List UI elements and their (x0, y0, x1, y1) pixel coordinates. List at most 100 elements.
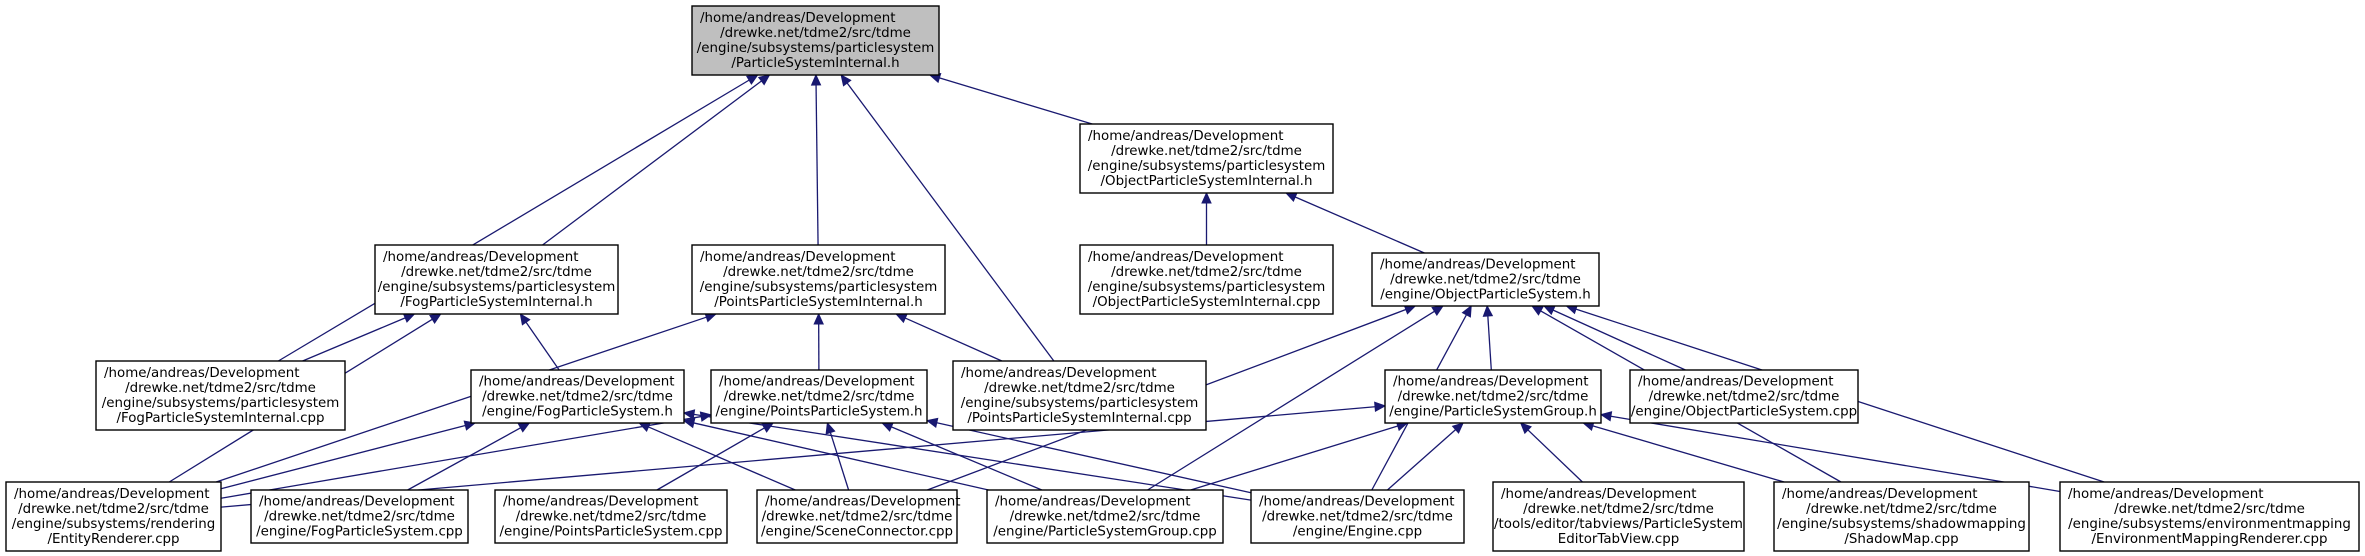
node-psg-cpp[interactable]: /home/andreas/Development/drewke.net/tdm… (986, 489, 1224, 544)
arrowhead-icon (925, 417, 939, 428)
edge-engine_cpp-to-fog_h (682, 409, 1252, 501)
node-ops-h[interactable]: /home/andreas/Development/drewke.net/tdm… (1371, 252, 1600, 307)
arrowhead-icon (761, 422, 775, 433)
edge-fog_internal_h-to-root (542, 74, 771, 246)
node-label-line: /drewke.net/tdme2/src/tdme (1523, 502, 1714, 517)
node-label-line: /home/andreas/Development (1380, 258, 1575, 273)
edge-fog_internal_cpp-to-root (277, 74, 759, 362)
arrowhead-icon (1530, 305, 1544, 316)
node-label-line: /drewke.net/tdme2/src/tdme (1010, 510, 1201, 525)
node-label-line: /EnvironmentMappingRenderer.cpp (2092, 532, 2328, 547)
edge-entity_renderer_cpp-to-fog_h (220, 420, 477, 490)
node-label-line: /drewke.net/tdme2/src/tdme (1806, 502, 1997, 517)
node-box (710, 369, 928, 424)
edge-line (220, 424, 466, 490)
node-box (756, 489, 958, 544)
node-label-line: /home/andreas/Development (1501, 487, 1696, 502)
node-label-line: /drewke.net/tdme2/src/tdme (1262, 510, 1453, 525)
node-scene-connector-cpp[interactable]: /home/andreas/Development/drewke.net/tdm… (756, 489, 960, 544)
node-label-line: /home/andreas/Development (104, 366, 299, 381)
node-box (1773, 481, 2030, 552)
node-engine-cpp[interactable]: /home/andreas/Development/drewke.net/tdm… (1250, 489, 1465, 544)
node-box (691, 5, 940, 76)
node-points-h[interactable]: /home/andreas/Development/drewke.net/tdm… (710, 369, 928, 424)
node-entity-renderer-cpp[interactable]: /home/andreas/Development/drewke.net/tdm… (5, 481, 222, 552)
node-root[interactable]: /home/andreas/Development/drewke.net/tdm… (691, 5, 940, 76)
node-box (1629, 369, 1859, 424)
arrowhead-icon (745, 74, 759, 85)
node-shadow-map-cpp[interactable]: /home/andreas/Development/drewke.net/tdm… (1773, 481, 2030, 552)
node-label-line: /drewke.net/tdme2/src/tdme (125, 381, 316, 396)
edge-line (1610, 415, 2061, 493)
node-label-line: /engine/subsystems/particlesystem (378, 280, 615, 295)
node-label-line: /drewke.net/tdme2/src/tdme (1111, 144, 1302, 159)
node-label-line: /engine/subsystems/particlesystem (1088, 159, 1325, 174)
node-label-line: /drewke.net/tdme2/src/tdme (984, 381, 1175, 396)
edge-line (846, 82, 1055, 362)
node-label-line: /home/andreas/Development (503, 495, 698, 510)
node-box (1079, 123, 1334, 194)
edge-line (1552, 309, 1686, 371)
node-label-line: /engine/FogParticleSystem.h (482, 405, 673, 420)
arrowhead-icon (1451, 422, 1464, 434)
edge-line (542, 80, 762, 246)
node-box (1371, 252, 1600, 307)
node-fog-h[interactable]: /home/andreas/Development/drewke.net/tdm… (470, 369, 685, 424)
edge-line (1592, 425, 1785, 483)
arrowhead-icon (682, 409, 696, 420)
node-ops-internal-cpp[interactable]: /home/andreas/Development/drewke.net/tdm… (1079, 244, 1334, 315)
node-label-line: /engine/subsystems/particlesystem (697, 41, 934, 56)
edge-psg_h-to-ops_h (1482, 304, 1494, 371)
edge-editor_tab_view_cpp-to-psg_h (1519, 422, 1583, 483)
nodes-layer: /home/andreas/Development/drewke.net/tdm… (5, 5, 2360, 552)
edge-points_h-to-points_internal_h (813, 312, 824, 371)
node-fog-internal-h[interactable]: /home/andreas/Development/drewke.net/tdm… (374, 244, 619, 315)
node-label-line: /engine/ObjectParticleSystem.cpp (1631, 405, 1857, 420)
node-label-line: /home/andreas/Development (1782, 487, 1977, 502)
node-editor-tab-view-cpp[interactable]: /home/andreas/Development/drewke.net/tdm… (1492, 481, 1745, 552)
node-label-line: /engine/ParticleSystemGroup.h (1389, 405, 1597, 420)
edge-points_internal_cpp-to-points_internal_h (895, 313, 1003, 362)
node-box (250, 489, 469, 544)
arrowhead-icon (402, 313, 416, 323)
edge-line (939, 77, 1093, 125)
edge-ops_internal_cpp-to-ops_internal_h (1201, 191, 1212, 245)
node-label-line: /engine/subsystems/rendering (12, 517, 215, 532)
node-ops-internal-h[interactable]: /home/andreas/Development/drewke.net/tdm… (1079, 123, 1334, 194)
edge-fog_internal_cpp-to-fog_internal_h (302, 313, 416, 362)
node-fog-internal-cpp[interactable]: /home/andreas/Development/drewke.net/tdm… (95, 360, 346, 431)
edge-line (215, 316, 707, 483)
edge-engine_cpp-to-points_h (925, 417, 1252, 494)
node-ops-cpp[interactable]: /home/andreas/Development/drewke.net/tdm… (1629, 369, 1859, 424)
node-env-mapping-renderer-cpp[interactable]: /home/andreas/Development/drewke.net/tdm… (2059, 481, 2360, 552)
edge-line (1487, 315, 1492, 371)
edge-points_internal_cpp-to-root (840, 74, 1055, 362)
edge-ops_h-to-ops_internal_h (1284, 192, 1425, 254)
node-label-line: /drewke.net/tdme2/src/tdme (1390, 273, 1581, 288)
node-box (1384, 369, 1602, 424)
edge-line (220, 415, 702, 499)
node-psg-h[interactable]: /home/andreas/Development/drewke.net/tdm… (1384, 369, 1602, 424)
node-points-internal-h[interactable]: /home/andreas/Development/drewke.net/tdm… (691, 244, 946, 315)
node-label-line: /home/andreas/Development (259, 495, 454, 510)
edge-ops_internal_h-to-root (928, 72, 1093, 125)
arrowhead-icon (895, 313, 908, 324)
node-label-line: /home/andreas/Development (1088, 129, 1283, 144)
node-label-line: EditorTabView.cpp (1558, 532, 1679, 547)
arrowhead-icon (840, 74, 852, 87)
node-label-line: /engine/PointsParticleSystem.cpp (500, 525, 723, 540)
edge-line (1527, 429, 1583, 483)
node-box (494, 489, 728, 544)
node-box (470, 369, 685, 424)
edge-shadow_map_cpp-to-psg_h (1582, 420, 1785, 483)
arrowhead-icon (825, 421, 836, 435)
node-points-cpp[interactable]: /home/andreas/Development/drewke.net/tdm… (494, 489, 728, 544)
node-fog-cpp[interactable]: /home/andreas/Development/drewke.net/tdm… (250, 489, 469, 544)
node-label-line: /engine/Engine.cpp (1293, 525, 1422, 540)
node-points-internal-cpp[interactable]: /home/andreas/Development/drewke.net/tdm… (952, 360, 1207, 431)
edge-line (693, 422, 989, 491)
node-label-line: /engine/subsystems/environmentmapping (2068, 517, 2351, 532)
node-label-line: /engine/ParticleSystemGroup.cpp (993, 525, 1217, 540)
node-label-line: /home/andreas/Development (1088, 250, 1283, 265)
node-label-line: /drewke.net/tdme2/src/tdme (516, 510, 707, 525)
